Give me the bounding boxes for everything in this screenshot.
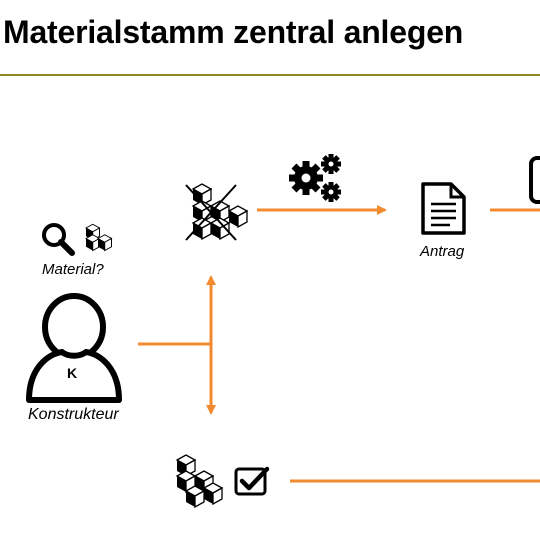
boxes-icon: [85, 223, 112, 251]
gears-icon: [289, 154, 341, 202]
checkbox-checked-icon: [234, 466, 270, 496]
boxes-stack-icon: [176, 454, 223, 508]
title-divider: [0, 74, 540, 76]
person-initial: K: [67, 365, 78, 381]
person-icon: [26, 293, 122, 403]
boxes-crossed-icon: [185, 183, 248, 241]
page-title: Materialstamm zentral anlegen: [3, 14, 464, 50]
material-query-label: Material?: [42, 261, 104, 278]
konstrukteur-label: Konstrukteur: [28, 406, 119, 423]
connector-lines: [138, 205, 540, 483]
document-icon: [421, 182, 466, 235]
search-icon: [42, 223, 75, 256]
device-icon: [529, 156, 540, 204]
antrag-label: Antrag: [420, 243, 465, 260]
